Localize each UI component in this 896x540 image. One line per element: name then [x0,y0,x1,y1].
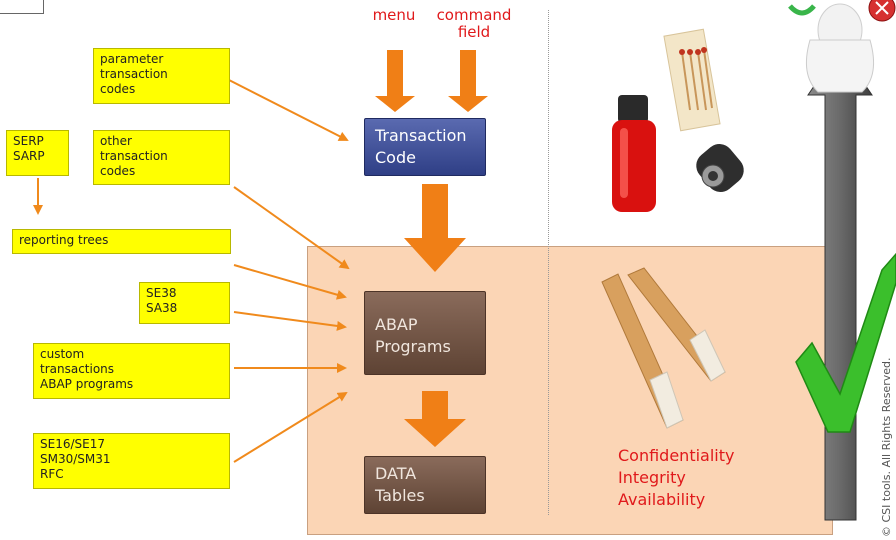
parameter-codes-box: parameter transaction codes [93,48,230,104]
menu-arrow [375,50,415,112]
corner-tab [0,0,44,14]
serp-sarp-box: SERP SARP [6,130,69,176]
reporting-trees-box: reporting trees [12,229,231,254]
dotted-separator [548,10,549,515]
command-arrow [448,50,488,112]
transaction-code-box: Transaction Code [364,118,486,176]
menu-label: menu [372,6,416,24]
se38-sa38-box: SE38 SA38 [139,282,230,324]
figure-icon [788,0,896,93]
other-codes-box: other transaction codes [93,130,230,185]
abap-programs-box: ABAP Programs [364,291,486,375]
tc-to-abap-arrow [404,184,466,272]
data-tables-box: DATA Tables [364,456,486,514]
lighter-icon [612,95,656,212]
abap-to-data-arrow [404,391,466,447]
command-field-label: command field [436,6,512,41]
se16-arrow [233,391,348,463]
cigarettes-icon [601,267,726,429]
se16-box: SE16/SE17 SM30/SM31 RFC [33,433,230,489]
cia-text: Confidentiality Integrity Availability [618,446,735,509]
matches-icon [663,28,721,132]
param-arrow [228,79,349,141]
copyright-text: © CSI tools. All Rights Reserved. [880,357,893,537]
check-icon [795,252,896,433]
torch-lighter-icon [696,144,744,192]
se38-arrow [233,311,347,331]
priority-arrow [807,47,873,521]
other-arrow [233,186,350,270]
custom-programs-box: custom transactions ABAP programs [33,343,230,399]
reporting-arrow [233,264,347,300]
